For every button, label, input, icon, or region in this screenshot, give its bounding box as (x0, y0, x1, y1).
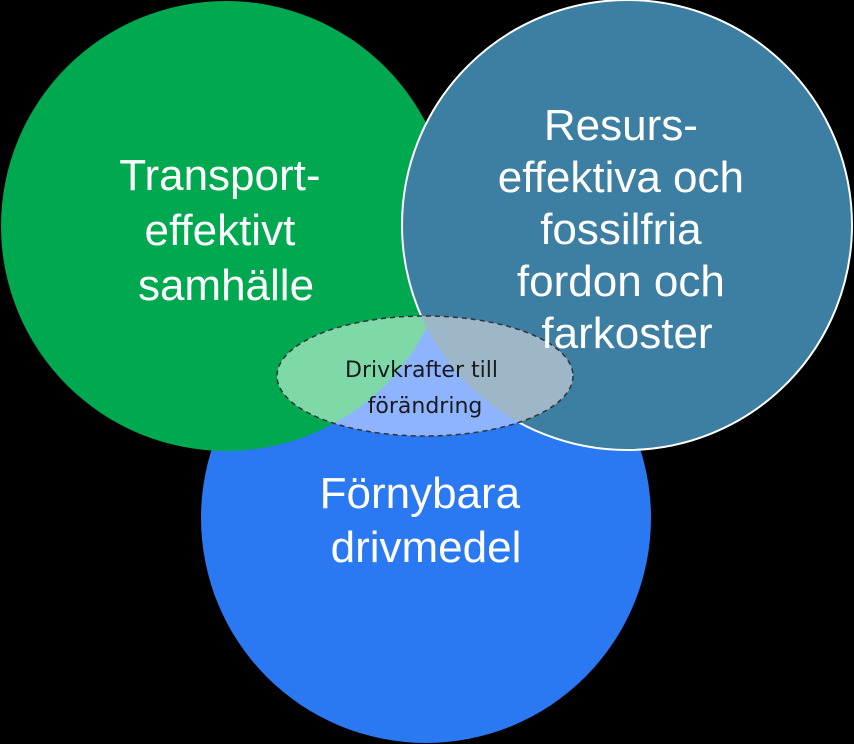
center-label: Drivkrafter till förändring (345, 358, 505, 419)
fornybara-label: Förnybara drivmedel (320, 469, 533, 572)
transport-label: Transport- effektivt samhälle (119, 151, 333, 310)
resurs-label: Resurs- effektiva och fossilfria fordon … (498, 101, 756, 358)
center-ellipse (276, 315, 574, 437)
